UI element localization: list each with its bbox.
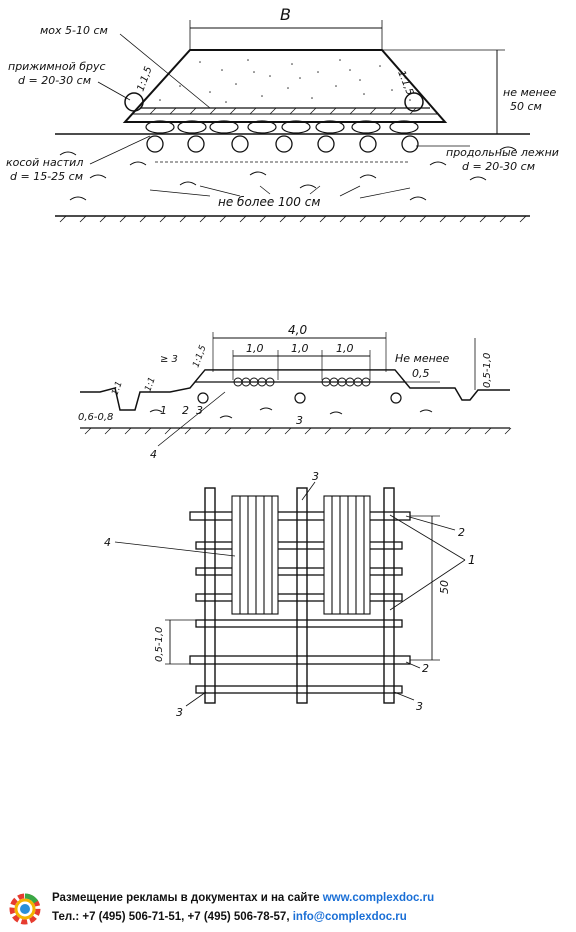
fig3-marker-3-br: 3	[416, 700, 423, 713]
moss-hatching	[149, 107, 417, 115]
fig3-leader-3-br	[393, 691, 415, 701]
figure-3-plan-view	[114, 481, 466, 707]
fig3-marker-3-top: 3	[312, 470, 319, 483]
fig2-ditch-dim: 0,6-0,8	[78, 412, 113, 423]
fig3-leader-1b	[389, 559, 466, 611]
fig2-slope-3: 1:1	[110, 380, 124, 397]
fig2-slope-2: 1:1	[143, 376, 157, 393]
fig1-sleeper-label-1: продольные лежни	[446, 146, 559, 159]
advert-footer: Размещение рекламы в документах и на сай…	[0, 884, 576, 932]
moss-leader	[119, 33, 211, 109]
figure-2-road-cross-section	[80, 332, 512, 447]
fig1-height-label-1: не менее	[503, 86, 556, 99]
fig2-marker-3b: 3	[296, 414, 303, 427]
advert-line-1: Размещение рекламы в документах и на сай…	[52, 892, 434, 904]
fig3-leader-2-bottom	[405, 661, 421, 669]
deck-leader	[89, 135, 151, 165]
fig2-right-dim: 0,5-1,0	[482, 353, 493, 388]
fig3-dim-50: 50	[438, 580, 451, 594]
fig2-left-ge: ≥ 3	[160, 354, 178, 365]
fig2-leader-4	[157, 391, 226, 447]
fig3-leader-4	[114, 541, 236, 557]
fig2-ground-arcs	[149, 407, 433, 419]
fig3-marker-3-bl: 3	[176, 706, 183, 719]
fig1-deck-label-1: косой настил	[6, 156, 83, 169]
advert-text: Размещение рекламы в документах и на сай…	[52, 892, 323, 904]
road-deck	[193, 369, 407, 383]
phone-text: Тел.: +7 (495) 506-71-51, +7 (495) 506-7…	[52, 911, 293, 923]
fig1-height-label-2: 50 см	[510, 100, 542, 113]
fig3-leader-3-top	[301, 481, 316, 501]
fig3-track-mat-right	[323, 495, 371, 615]
fig1-clamp-label-2: d = 20-30 см	[18, 74, 91, 87]
fig3-marker-2-bottom: 2	[422, 662, 429, 675]
fig2-min-value: 0,5	[412, 367, 430, 380]
drawing-canvas: B мох 5-10 см прижимной брус d = 20-30 с…	[6, 5, 559, 719]
fig2-seg-3: 1,0	[336, 342, 354, 355]
sand-speckles	[159, 59, 411, 103]
fig3-leader-1a	[389, 514, 466, 561]
deck-logs-left	[233, 377, 275, 387]
fig3-dim-left: 0,5-1,0	[154, 627, 165, 662]
fig1-clamp-label-1: прижимной брус	[8, 60, 106, 73]
fig2-slope-1: 1:1,5	[191, 344, 208, 369]
fig1-spacing-label: не более 100 см	[218, 195, 320, 209]
fig3-leader-3-bl	[185, 691, 207, 707]
fig2-seg-1: 1,0	[246, 342, 264, 355]
diagonal-deck-logs	[145, 120, 419, 134]
longitudinal-sleepers	[146, 135, 419, 153]
gear-logo-icon	[9, 893, 41, 925]
figure-1-embankment-cross-section	[55, 20, 530, 223]
email-link[interactable]: info@complexdoc.ru	[292, 911, 407, 923]
base-hatch	[59, 215, 527, 223]
deck-logs-right	[321, 377, 371, 387]
fig2-marker-2: 2	[182, 404, 189, 417]
clamp-beam-right	[404, 92, 424, 112]
fig1-deck-label-2: d = 15-25 см	[10, 170, 83, 183]
website-link[interactable]: www.complexdoc.ru	[322, 892, 435, 904]
fig2-width-total: 4,0	[288, 323, 307, 337]
ground-arcs	[59, 146, 517, 201]
advert-line-2: Тел.: +7 (495) 506-71-51, +7 (495) 506-7…	[52, 911, 407, 923]
fig1-moss-label: мох 5-10 см	[40, 24, 108, 37]
fig2-sleepers	[197, 392, 402, 404]
fig1-sleeper-label-2: d = 20-30 см	[462, 160, 535, 173]
fig3-leader-2-top	[405, 515, 456, 531]
fig2-seg-2: 1,0	[291, 342, 309, 355]
fig3-marker-2-top: 2	[458, 526, 465, 539]
fig3-sleepers	[204, 487, 395, 704]
fig2-marker-3: 3	[196, 404, 203, 417]
fig1-width-label: B	[280, 5, 291, 24]
fig3-cross-logs	[189, 511, 411, 694]
fig2-min-label: Не менее	[395, 352, 450, 365]
clamp-leader	[97, 81, 131, 101]
fig2-marker-4: 4	[150, 448, 157, 461]
clamp-beam-left	[124, 92, 144, 112]
spacing-leaders	[149, 185, 411, 199]
fig3-marker-4: 4	[104, 536, 111, 549]
fig3-marker-1: 1	[468, 553, 476, 567]
fig3-track-mat-left	[231, 495, 279, 615]
fig2-marker-1: 1	[160, 404, 167, 417]
fig2-base-hatch	[84, 427, 512, 435]
fig1-slope-left: 1:1,5	[135, 65, 154, 93]
